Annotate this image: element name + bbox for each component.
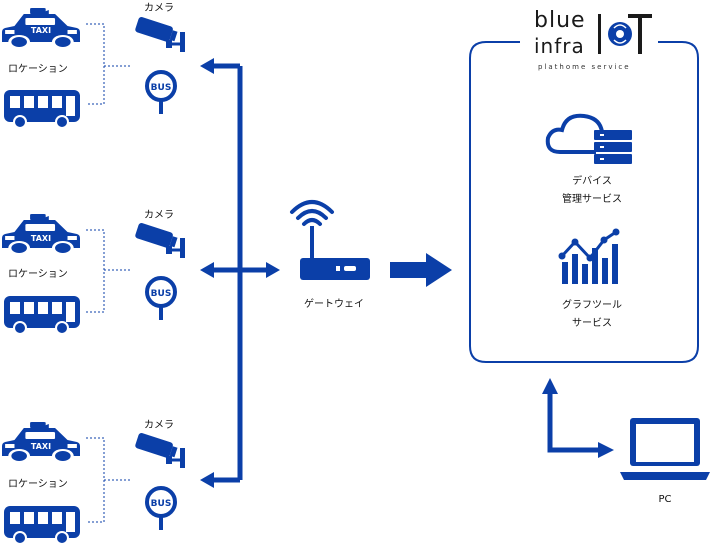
cloud-service-box [469,41,699,363]
location-group-3: TAXI BUS [2,422,187,545]
location-group-2: TAXI BUS [2,214,187,335]
bus-stop-sign-icon [145,486,177,532]
camera-icon [133,220,187,260]
taxi-sign-text: TAXI [31,234,51,243]
gateway-to-cloud-arrow [390,253,452,287]
bus-stop-text: BUS [151,499,172,509]
device-service-label-line1: デバイス [572,176,612,187]
brand-word-infra: infra [534,34,585,58]
bus-icon [4,296,80,335]
taxi-sign-text: TAXI [31,442,51,451]
location-to-gateway-arrows [212,63,268,483]
bus-stop-text: BUS [151,83,172,93]
camera-icon [133,14,187,54]
location-group-1: TAXI BUS [2,8,187,129]
gateway-router-icon [290,200,370,280]
brand-logo [598,14,652,54]
laptop-icon [620,418,710,480]
brand-tagline: plathome service [538,63,631,71]
graph-chart-icon [558,228,620,284]
gateway-label: ゲートウェイ [304,299,364,310]
bus-stop-sign-icon [145,276,177,322]
bus-stop-sign-icon [145,70,177,116]
bus-stop-text: BUS [151,289,172,299]
arrowheads [200,58,280,488]
graph-service-label-line2: サービス [572,318,612,329]
camera-icon [133,430,187,470]
location-label: ロケーション [8,64,68,75]
camera-label: カメラ [144,210,174,221]
device-service-label-line2: 管理サービス [562,194,622,205]
pc-label: PC [658,494,672,505]
location-label: ロケーション [8,269,68,280]
bus-icon [4,506,80,545]
cloud-to-pc-arrow [542,378,614,458]
taxi-sign-text: TAXI [31,26,51,35]
bus-icon [4,90,80,129]
cloud-server-icon [545,113,632,164]
brand-word-blue: blue [534,8,586,33]
location-label: ロケーション [8,479,68,490]
camera-label: カメラ [144,3,174,14]
camera-label: カメラ [144,420,174,431]
graph-service-label-line1: グラフツール [562,300,622,311]
